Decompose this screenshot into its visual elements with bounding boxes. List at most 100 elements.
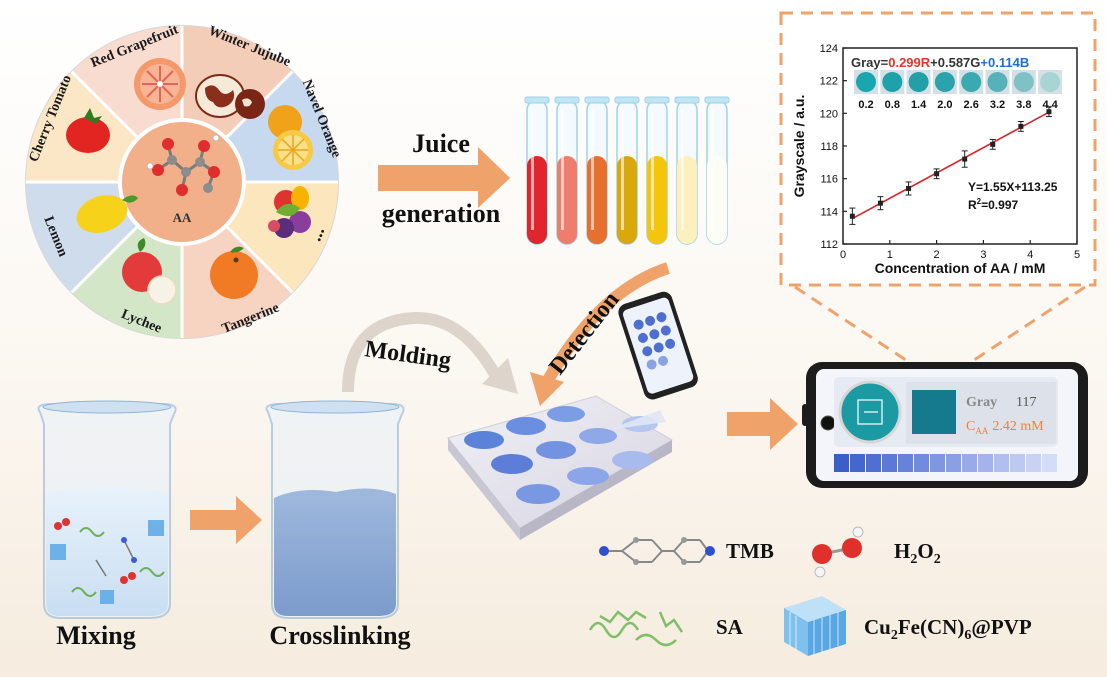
x-tick-label: 3: [980, 249, 986, 261]
tangerine-icon: [210, 246, 258, 299]
juice-fill: [647, 156, 667, 244]
data-point: [962, 156, 968, 162]
mixing-beaker: [37, 400, 177, 619]
to-phone-arrow: [727, 398, 798, 450]
calibration-chart: Concentration of AA / mM Grayscale / a.u…: [791, 43, 1080, 276]
juice-tubes: [524, 96, 730, 245]
molding-arrow-shaft: [342, 311, 504, 393]
gray-readout-label: Gray: [966, 395, 997, 410]
gradient-cell: [1010, 454, 1025, 472]
cherry-tomato-icon: [66, 108, 110, 153]
calibration-panel: [779, 11, 1097, 287]
juice-tube: [554, 96, 580, 245]
x-tick-label: 1: [887, 249, 893, 261]
prussian-blue-analogue-cube-icon: [784, 596, 846, 656]
inset-dot: [1040, 72, 1061, 92]
juice-fill: [557, 156, 577, 244]
zoom-callout-lines: [794, 285, 1086, 366]
inset-label: 0.8: [885, 99, 900, 111]
data-point: [1046, 109, 1052, 115]
inset-label: 4.4: [1042, 99, 1058, 111]
jujube-icon: [195, 74, 265, 119]
gradient-cell: [834, 454, 849, 472]
data-point: [990, 141, 996, 147]
data-point: [1018, 123, 1024, 129]
generation-label: generation: [382, 199, 501, 228]
inset-dot: [961, 72, 982, 92]
lemon-icon: [76, 195, 138, 233]
gradient-cell: [962, 454, 977, 472]
gray-formula: Gray=0.299R+0.587G+0.114B: [851, 55, 1029, 70]
juice-fill: [677, 156, 697, 244]
y-axis-label: Grayscale / a.u.: [791, 95, 807, 198]
data-point: [934, 171, 940, 177]
fruit-wheel: AA Red Grapefruit Winter Jujube Navel Or…: [25, 22, 344, 339]
gradient-cell: [978, 454, 993, 472]
navel-orange-icon: [268, 105, 313, 170]
gradient-cell: [994, 454, 1009, 472]
y-tick-label: 124: [820, 43, 838, 55]
mixture-particles: [50, 518, 165, 604]
gradient-cell: [850, 454, 865, 472]
crosslinking-label: Crosslinking: [269, 621, 410, 650]
x-tick-label: 4: [1027, 249, 1033, 261]
inset-dot: [882, 72, 903, 92]
detection-arrowhead: [530, 372, 564, 406]
cu-fe-cn-pvp-label: Cu2Fe(CN)6@PVP: [864, 615, 1032, 643]
plate-wells: [464, 406, 658, 504]
sodium-alginate-chain-icon: [588, 610, 684, 647]
x-tick-label: 2: [934, 249, 940, 261]
center-label: AA: [173, 210, 192, 225]
inset-dot: [856, 72, 876, 92]
fit-line: [851, 111, 1050, 220]
gradient-cell: [866, 454, 881, 472]
mix-to-crosslink-arrow: [190, 496, 262, 544]
juice-tube: [674, 96, 700, 245]
gradient-cell: [946, 454, 961, 472]
mixing-label: Mixing: [56, 621, 135, 650]
y-tick-label: 114: [820, 206, 838, 218]
gradient-cell: [1026, 454, 1041, 472]
inset-dot: [934, 72, 955, 92]
gradient-cell: [882, 454, 897, 472]
data-point: [849, 213, 855, 219]
gradient-cell: [898, 454, 913, 472]
inset-label: 3.2: [990, 99, 1005, 111]
y-tick-label: 122: [820, 76, 838, 88]
fit-equation: Y=1.55X+113.25: [968, 180, 1058, 194]
data-point: [906, 185, 912, 191]
x-axis-label: Concentration of AA / mM: [875, 260, 1046, 276]
crosslinking-beaker: [265, 400, 405, 619]
inset-dot: [1013, 72, 1034, 92]
inset-label: 2.6: [964, 99, 979, 111]
juice-tube: [704, 96, 730, 245]
y-tick-label: 120: [820, 108, 838, 120]
tmb-label: TMB: [726, 539, 774, 563]
x-tick-label: 0: [840, 249, 846, 261]
r-squared: R2=0.997: [968, 197, 1018, 212]
h2o2-label: H2O2: [894, 539, 941, 567]
juice-generation-arrow: [378, 147, 510, 208]
lychee-icon: [122, 238, 177, 305]
inset-dot: [987, 72, 1008, 92]
inset-label: 2.0: [937, 99, 952, 111]
center-disc: [122, 122, 242, 242]
ascorbic-acid-molecule-icon: [146, 134, 220, 196]
y-tick-label: 112: [820, 239, 838, 251]
grapefruit-icon: [134, 58, 186, 110]
gradient-cell: [914, 454, 929, 472]
crosslinked-gel: [274, 488, 396, 616]
juice-tube: [644, 96, 670, 245]
y-tick-label: 116: [820, 174, 838, 186]
reagent-legend: TMB H2O2 SA Cu2Fe(CN)6@PVP: [588, 526, 1032, 656]
juice-fill: [587, 156, 607, 244]
h2o2-molecule-icon: [812, 526, 864, 578]
mixed-fruits-icon: [268, 186, 311, 238]
gradient-cell: [930, 454, 945, 472]
juice-tube: [614, 96, 640, 245]
inset-label: 0.2: [858, 99, 873, 111]
inset-label: 1.4: [911, 99, 927, 111]
detection-arrow-shaft: [542, 262, 670, 384]
